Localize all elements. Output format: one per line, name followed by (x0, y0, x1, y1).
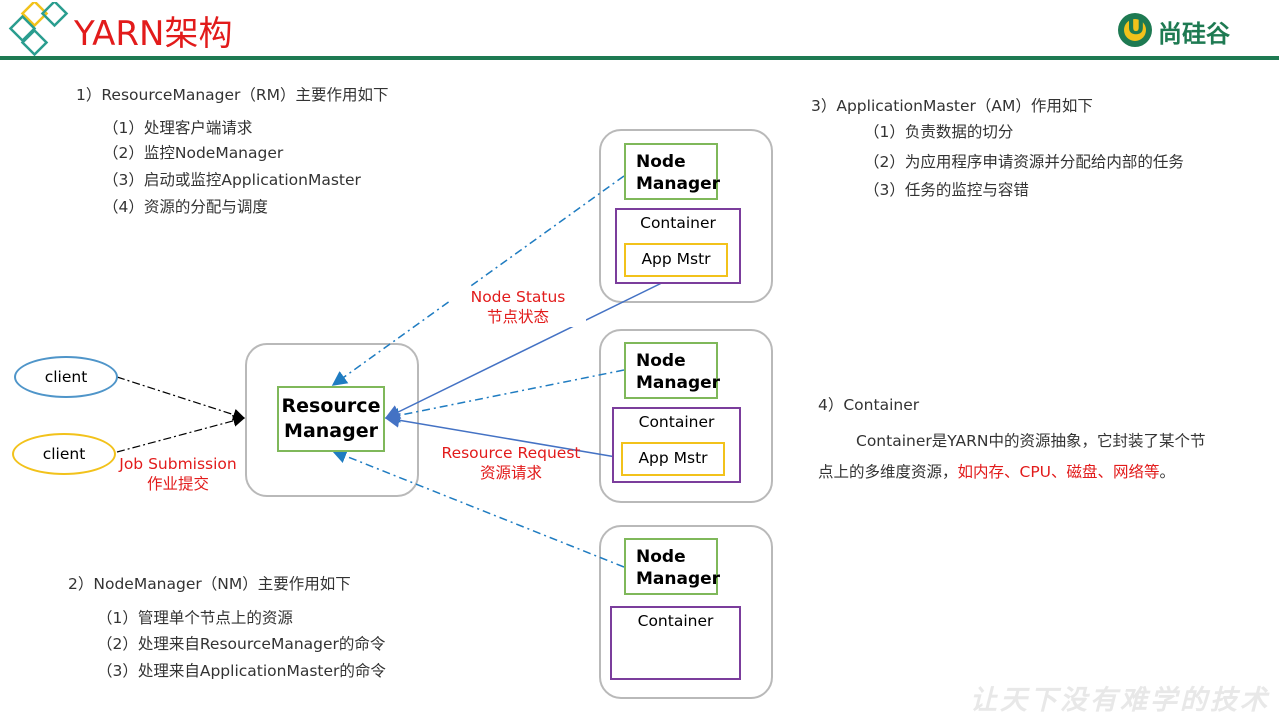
slogan-watermark: 让天下没有难学的技术 (970, 685, 1270, 716)
brand-name: 尚硅谷 (1158, 20, 1230, 48)
nm1-label-line1: Node (636, 152, 686, 172)
brand-logo-letter: U (1127, 15, 1145, 40)
resource-request-label: Resource Request 资源请求 (430, 443, 592, 483)
title-logo-icon (8, 2, 69, 57)
resource-request-cn: 资源请求 (479, 464, 542, 482)
am-item-1: （1）负责数据的切分 (864, 123, 1014, 141)
resource-request-en: Resource Request (441, 444, 581, 462)
am-item-3: （3）任务的监控与容错 (864, 181, 1029, 199)
nm1-status-arrow (331, 175, 625, 386)
am-item-2: （2）为应用程序申请资源并分配给内部的任务 (864, 153, 1184, 171)
nm-item-2: （2）处理来自ResourceManager的命令 (97, 635, 386, 653)
am-section-heading: 3）ApplicationMaster（AM）作用如下 (811, 97, 1093, 115)
resource-manager-box: Resource Manager (277, 386, 385, 452)
job-submission-cn: 作业提交 (146, 475, 209, 493)
container-3: Container (610, 606, 741, 680)
app-master-2: App Mstr (621, 442, 725, 476)
node-status-label: Node Status 节点状态 (450, 287, 586, 327)
nm-item-1: （1）管理单个节点上的资源 (97, 609, 293, 627)
rm-label-line1: Resource (281, 395, 381, 417)
nm2-status-arrow (384, 369, 625, 423)
node-status-en: Node Status (470, 288, 566, 306)
container-1-label: Container (640, 214, 716, 232)
container-desc-line1: Container是YARN中的资源抽象，它封装了某个节 (856, 432, 1206, 450)
page-title: YARN架构 (74, 14, 233, 54)
nm2-label-line2: Manager (636, 373, 721, 393)
job-submission-label: Job Submission 作业提交 (108, 454, 248, 494)
client1-to-rm-arrow (116, 376, 246, 421)
nm-item-3: （3）处理来自ApplicationMaster的命令 (97, 662, 386, 680)
nm-section-heading: 2）NodeManager（NM）主要作用如下 (68, 575, 351, 593)
client-1: client (14, 356, 118, 398)
rm-section-heading: 1）ResourceManager（RM）主要作用如下 (76, 86, 389, 104)
rm-item-2: （2）监控NodeManager (103, 144, 284, 162)
rm-label-line2: Manager (284, 420, 378, 442)
rm-item-3: （3）启动或监控ApplicationMaster (103, 171, 361, 189)
brand-logo-icon (1118, 13, 1152, 47)
nm1-label-line2: Manager (636, 174, 721, 194)
client-2: client (12, 433, 116, 475)
app-master-1: App Mstr (624, 243, 728, 277)
am1-request-arrow (384, 275, 677, 419)
client2-to-rm-arrow (116, 414, 246, 453)
container-desc-line2-end: 。 (1159, 463, 1176, 481)
header-divider (0, 56, 1279, 60)
container-desc-line2: 点上的多维度资源，如内存、CPU、磁盘、网络等。 (818, 460, 1175, 482)
node-manager-3: Node Manager (624, 538, 721, 595)
nm3-label-line2: Manager (636, 569, 721, 589)
am2-request-arrow (384, 412, 623, 459)
node-manager-2: Node Manager (624, 342, 721, 399)
nm2-label-line1: Node (636, 351, 686, 371)
job-submission-en: Job Submission (119, 455, 237, 473)
node-status-cn: 节点状态 (486, 308, 549, 326)
container-desc-line2-black: 点上的多维度资源， (818, 463, 958, 481)
nm3-status-arrow (331, 449, 625, 568)
container-section-heading: 4）Container (818, 396, 920, 414)
rm-item-4: （4）资源的分配与调度 (103, 198, 268, 216)
nm3-label-line1: Node (636, 547, 686, 567)
container-2-label: Container (638, 413, 715, 431)
container-3-label: Container (637, 612, 714, 630)
rm-item-1: （1）处理客户端请求 (103, 119, 253, 137)
container-desc-line2-red: 如内存、CPU、磁盘、网络等 (957, 463, 1160, 481)
node-manager-1: Node Manager (624, 143, 721, 200)
